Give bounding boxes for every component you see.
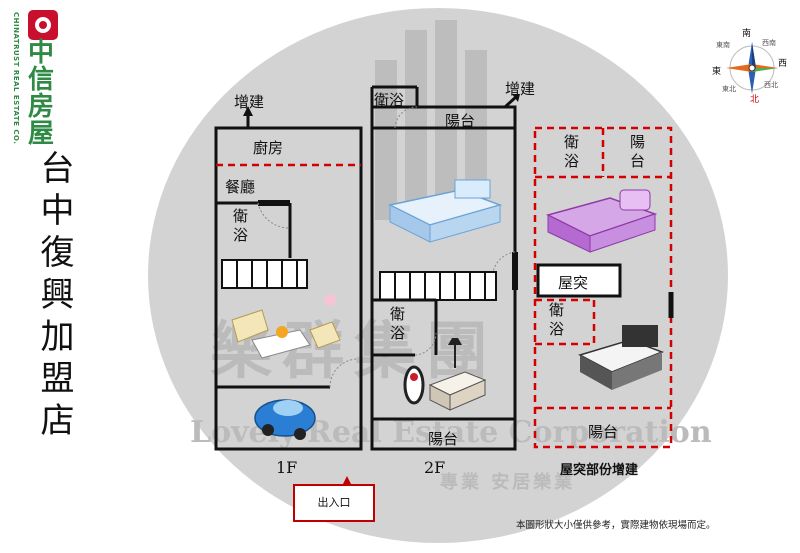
bed-icon [578,325,665,390]
brand-name: 中信房屋 [28,38,55,149]
floor1-outline [214,126,363,451]
compass-sw: 東北 [722,85,736,93]
roof-room-label: 屋突 [558,274,589,292]
compass-icon [715,28,790,103]
floor2-balcony-bottom-label: 陽台 [428,430,459,448]
roof-room-box [536,263,622,298]
watermark-slogan: 專業 安居樂業 [440,472,576,493]
roof-bathroom-label: 衛浴 [547,302,565,340]
bed-icon [545,189,658,253]
car-icon [254,399,316,440]
floor2-balcony-top-label: 陽台 [445,112,476,130]
floor2-extension-label: 增建 [505,80,536,98]
lamp-icon [448,338,462,368]
floor1-extension-label: 增建 [234,93,265,111]
floor2-label: 2F [424,458,446,477]
entrance-box: 出入口 [293,484,375,522]
compass-se: 西北 [764,81,778,89]
sofa-icon [231,294,341,359]
entrance-arrow-icon [342,476,352,486]
floor1-stairs [221,259,308,289]
floor1-bathroom-label: 衛浴 [231,208,249,246]
compass-ne: 西南 [762,39,776,47]
floor2-bathroom-top-label: 衛浴 [374,91,405,109]
compass-nw: 東南 [716,41,730,49]
floor1-kitchen-label: 廚房 [253,139,284,157]
logo-icon [28,10,58,40]
mirror-icon [403,365,425,405]
compass-top: 南 [742,29,752,39]
roof-outline [533,126,673,449]
roof-balcony-top-label: 陽台 [628,134,646,172]
brand-english: CHINATRUST REAL ESTATE CO. [12,12,20,145]
floor2-bathroom-label: 衛浴 [388,306,406,344]
branch-title: 台中復興加盟店 [34,150,74,444]
bed-icon [387,179,503,243]
compass-right: 西 [778,59,788,69]
floor1-dining-label: 餐廳 [225,178,256,196]
entrance-label: 出入口 [317,496,351,509]
floor2-stairs [379,271,497,301]
bed-icon [428,371,487,411]
roof-balcony-bottom-label: 陽台 [588,423,619,441]
disclaimer: 本圖形狀大小僅供參考，實際建物依現場而定。 [516,520,716,531]
roof-caption: 屋突部份增建 [560,463,639,478]
floor1-label: 1F [276,458,298,477]
roof-bathroom-top-label: 衛浴 [562,134,580,172]
compass-left: 東 [712,67,722,77]
compass-bottom: 北 [750,95,760,105]
